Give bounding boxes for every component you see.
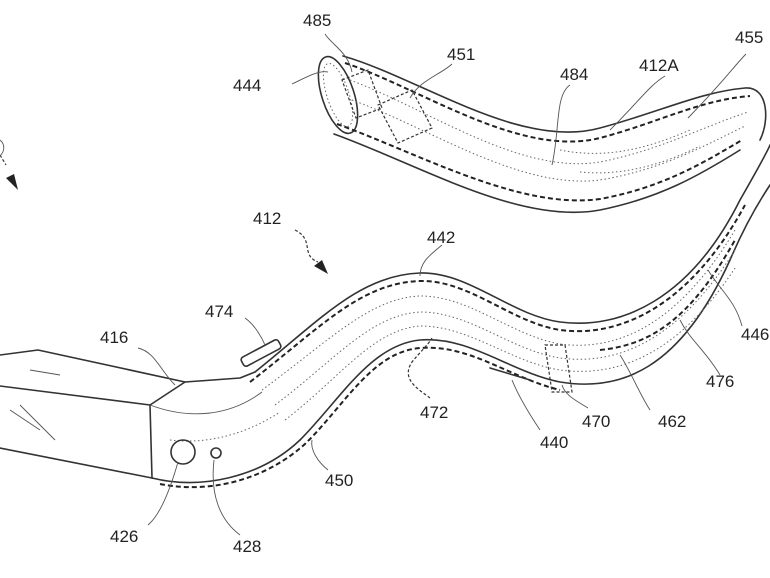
label-428: 428 xyxy=(233,537,261,556)
label-451: 451 xyxy=(447,45,475,64)
label-416: 416 xyxy=(100,328,128,347)
label-470: 470 xyxy=(582,412,610,431)
label-442: 442 xyxy=(427,228,455,247)
arrow-head-edge xyxy=(6,174,18,190)
label-455: 455 xyxy=(735,28,763,47)
label-462: 462 xyxy=(658,412,686,431)
label-412a: 412A xyxy=(639,56,679,75)
upper-arm-412a xyxy=(317,55,767,214)
label-444: 444 xyxy=(233,76,261,95)
label-440: 440 xyxy=(540,433,568,452)
arrow-head-412 xyxy=(314,260,328,274)
label-484: 484 xyxy=(560,65,588,84)
label-476: 476 xyxy=(706,372,734,391)
label-474: 474 xyxy=(205,302,233,321)
leader-lines xyxy=(137,33,747,536)
reference-arrows xyxy=(0,139,328,274)
lower-arm-412 xyxy=(0,144,770,489)
label-472: 472 xyxy=(420,403,448,422)
label-426: 426 xyxy=(110,527,138,546)
label-450: 450 xyxy=(325,471,353,490)
label-446: 446 xyxy=(741,325,769,344)
label-412: 412 xyxy=(253,209,281,228)
label-485: 485 xyxy=(303,11,331,30)
reference-labels: 485 451 455 444 484 412A 412 442 474 416… xyxy=(100,11,769,556)
